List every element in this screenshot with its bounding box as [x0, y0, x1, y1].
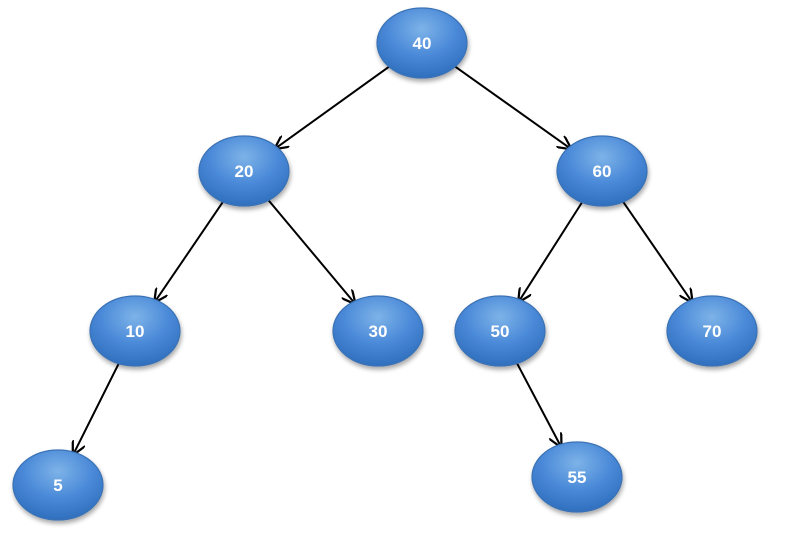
- node-ellipse: [198, 135, 290, 207]
- tree-node-50: 50: [454, 295, 546, 367]
- tree-node-5: 5: [12, 449, 104, 521]
- node-ellipse: [89, 295, 181, 367]
- edge-n50-n55: [514, 359, 561, 447]
- edge-n10-n5: [73, 359, 122, 454]
- node-label: 70: [703, 322, 722, 341]
- node-label: 30: [369, 322, 388, 341]
- tree-node-30: 30: [332, 295, 424, 367]
- node-label: 40: [413, 34, 432, 53]
- edge-n60-n70: [620, 198, 692, 302]
- edge-n40-n20: [275, 63, 393, 148]
- node-ellipse: [12, 449, 104, 521]
- node-label: 20: [235, 162, 254, 181]
- edge-n20-n30: [265, 196, 355, 303]
- edges-layer: [73, 63, 692, 454]
- node-ellipse: [376, 7, 468, 79]
- node-ellipse: [332, 295, 424, 367]
- node-ellipse: [666, 295, 758, 367]
- node-label: 55: [568, 468, 587, 487]
- tree-node-20: 20: [198, 135, 290, 207]
- edge-n60-n50: [519, 198, 586, 301]
- node-ellipse: [556, 135, 648, 207]
- tree-node-70: 70: [666, 295, 758, 367]
- tree-node-55: 55: [531, 441, 623, 513]
- node-label: 50: [491, 322, 510, 341]
- node-ellipse: [531, 441, 623, 513]
- tree-node-10: 10: [89, 295, 181, 367]
- node-label: 5: [53, 476, 62, 495]
- tree-node-60: 60: [556, 135, 648, 207]
- node-label: 60: [593, 162, 612, 181]
- edge-n40-n60: [451, 63, 570, 148]
- edge-n20-n10: [155, 198, 227, 302]
- node-label: 10: [126, 322, 145, 341]
- node-ellipse: [454, 295, 546, 367]
- tree-node-40: 40: [376, 7, 468, 79]
